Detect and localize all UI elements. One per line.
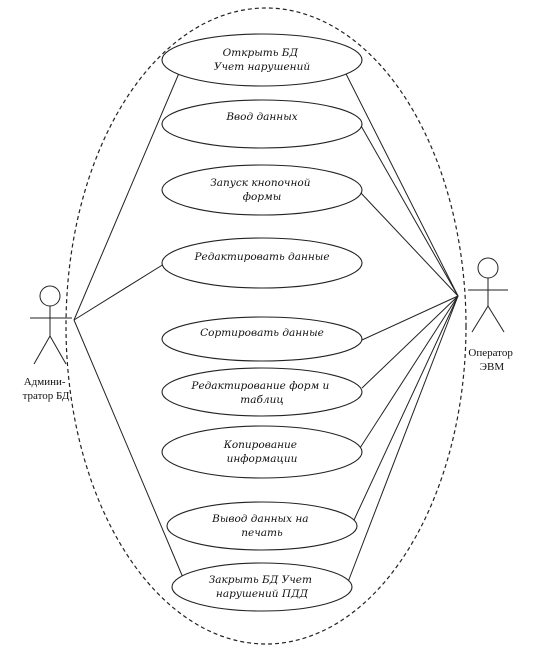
system-boundary [65,7,467,645]
associations [73,51,459,583]
use-case-label: таблиц [240,394,283,406]
svg-text:Редактировать данные: Редактировать данные [193,251,329,263]
use-case-print-data[interactable]: Вывод данных на печать [166,501,358,551]
use-case-edit-forms[interactable]: Редактирование форм и таблиц [161,367,363,417]
svg-text:Открыть БД Учет нарушени: Открыть БД Учет нарушений [214,47,310,73]
actor-label: тратор БД [23,390,70,402]
use-case-copy-info[interactable]: Копирование информации [161,425,363,479]
use-case-sort-data[interactable]: Сортировать данные [161,316,363,362]
use-case-label: Вывод данных на [211,513,308,525]
actor-operator[interactable]: Оператор ЭВМ [468,257,516,373]
svg-text:Админи- тратор БД: Админи- тратор БД [23,376,70,402]
svg-text:Ввод данных: Ввод данных [225,111,297,123]
svg-text:Редактирование форм и та: Редактирование форм и таблиц [190,380,332,406]
actor-label: Админи- [24,376,66,388]
use-case-label: формы [243,191,282,203]
svg-text:Запуск кнопочной формы: Запуск кнопочной формы [210,177,314,203]
use-case-label: Ввод данных [225,111,297,123]
use-case-label: информации [227,453,298,465]
stick-figure-icon [30,285,72,365]
use-case-edit-data[interactable]: Редактировать данные [161,237,363,289]
assoc-operator-edit-forms [361,295,459,389]
svg-text:Вывод данных на печать: Вывод данных на печать [211,513,312,539]
assoc-operator-copy-info [359,295,459,449]
use-case-open-db[interactable]: Открыть БД Учет нарушений [161,33,363,87]
use-case-data-entry[interactable]: Ввод данных [161,99,363,149]
assoc-operator-launch-form [359,191,459,297]
use-case-label: Запуск кнопочной [210,177,311,189]
assoc-operator-open-db [335,53,459,297]
actor-label: Оператор [468,347,513,359]
svg-text:Сортировать данные: Сортировать данные [200,327,324,339]
use-case-launch-form[interactable]: Запуск кнопочной формы [161,164,363,216]
assoc-operator-data-entry [359,123,459,297]
assoc-admin-edit-data [73,263,165,321]
use-case-label: Редактирование форм и [190,380,329,392]
assoc-operator-sort-data [361,295,459,341]
use-case-label: печать [241,527,283,539]
assoc-admin-close-db [73,319,185,581]
svg-text:Копирование информации: Копирование информации [223,439,301,465]
use-case-label: Открыть БД [223,47,299,59]
stick-figure-icon [468,257,508,333]
svg-text:Закрыть БД Учет нарушени: Закрыть БД Учет нарушений ПДД [209,574,316,600]
svg-text:Оператор ЭВМ: Оператор ЭВМ [468,347,515,373]
actor-admin[interactable]: Админи- тратор БД [23,285,72,402]
use-case-label: Учет нарушений [214,61,310,73]
actor-label: ЭВМ [480,361,505,373]
assoc-operator-print-data [353,295,459,521]
assoc-admin-open-db [73,51,189,321]
use-case-label: нарушений ПДД [216,588,309,600]
use-case-label: Сортировать данные [200,327,324,339]
use-case-close-db[interactable]: Закрыть БД Учет нарушений ПДД [171,562,353,612]
use-case-label: Копирование [223,439,297,451]
use-case-label: Редактировать данные [193,251,329,263]
use-case-label: Закрыть БД Учет [209,574,312,586]
assoc-operator-close-db [347,295,459,583]
